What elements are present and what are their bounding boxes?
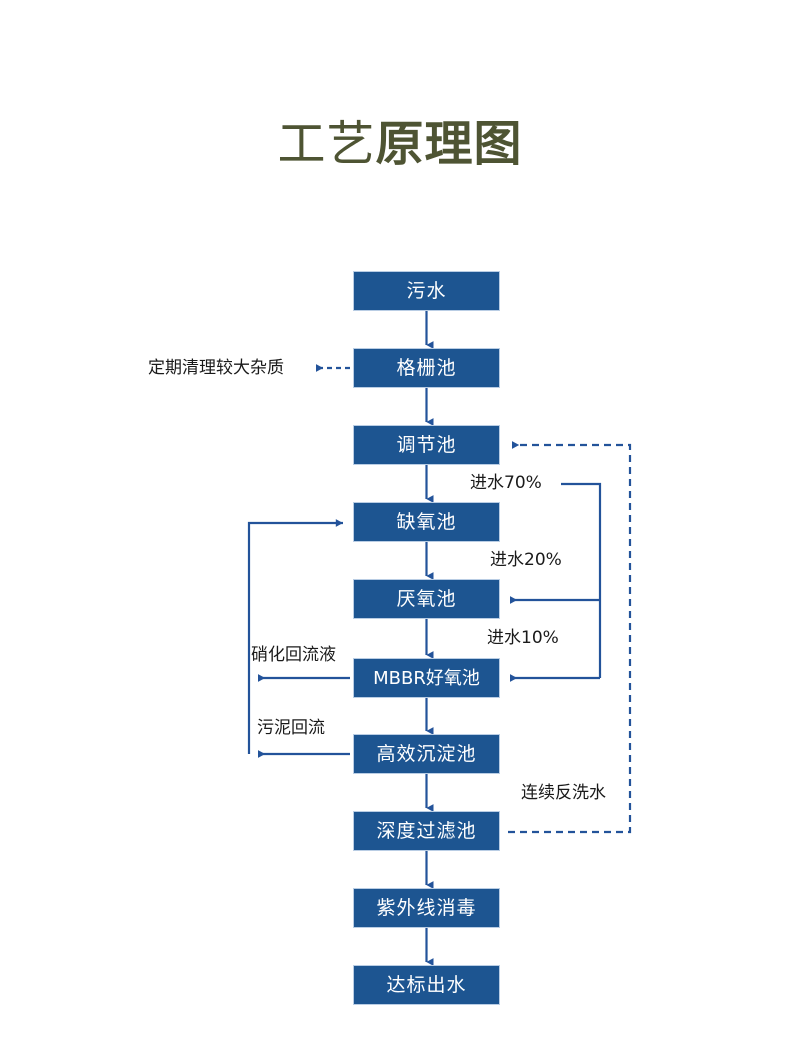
node-grille-label: 格栅池 (396, 356, 457, 379)
node-sediment[interactable]: 高效沉淀池 (353, 734, 500, 774)
node-filter-label: 深度过滤池 (376, 819, 477, 842)
annotation-inflow-10: 进水10% (487, 628, 559, 648)
annotation-backwash: 连续反洗水 (521, 783, 606, 803)
page-title: 工艺原理图 (0, 113, 800, 175)
annotation-inflow-70: 进水70% (470, 473, 542, 493)
node-sewage[interactable]: 污水 (353, 271, 500, 311)
page-title-bold: 原理图 (375, 116, 523, 172)
node-sewage-label: 污水 (406, 279, 447, 302)
node-mbbr[interactable]: MBBR好氧池 (353, 658, 500, 698)
annotation-grille-waste: 定期清理较大杂质 (148, 358, 284, 378)
node-grille[interactable]: 格栅池 (353, 348, 500, 388)
node-effluent-label: 达标出水 (386, 973, 467, 996)
node-anaerobic-label: 厌氧池 (396, 587, 457, 610)
node-effluent[interactable]: 达标出水 (353, 965, 500, 1005)
page-title-light: 工艺 (277, 116, 376, 172)
annotation-nitrify-return: 硝化回流液 (251, 645, 336, 665)
edge-return-riser (247, 519, 343, 754)
node-filter[interactable]: 深度过滤池 (353, 811, 500, 851)
annotation-sludge-return: 污泥回流 (257, 718, 325, 738)
node-regulating-label: 调节池 (396, 433, 457, 456)
node-regulating[interactable]: 调节池 (353, 425, 500, 465)
node-sediment-label: 高效沉淀池 (376, 742, 477, 765)
edge-backwash-return (508, 441, 632, 834)
node-uv-label: 紫外线消毒 (376, 896, 477, 919)
node-anoxic[interactable]: 缺氧池 (353, 502, 500, 542)
node-anaerobic[interactable]: 厌氧池 (353, 579, 500, 619)
node-anoxic-label: 缺氧池 (396, 510, 457, 533)
node-uv[interactable]: 紫外线消毒 (353, 888, 500, 928)
annotation-inflow-20: 进水20% (490, 550, 562, 570)
edge-inflow-trunk (561, 482, 602, 678)
node-mbbr-label: MBBR好氧池 (373, 667, 480, 689)
